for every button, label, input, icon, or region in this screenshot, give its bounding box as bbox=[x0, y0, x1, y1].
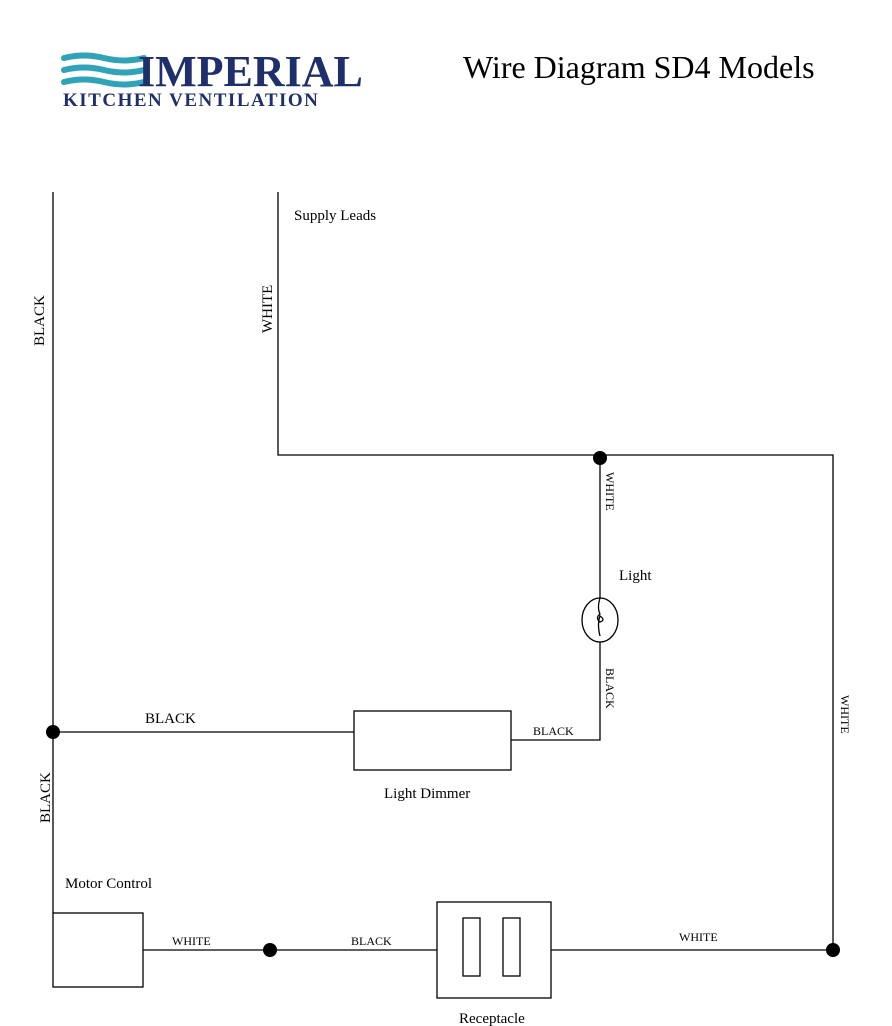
wire-label: WHITE bbox=[679, 930, 718, 944]
light-black-wire bbox=[511, 642, 601, 741]
supply-white-wire bbox=[277, 192, 834, 950]
wire-label: BLACK bbox=[603, 668, 617, 709]
junction-dot bbox=[46, 725, 60, 739]
supply-leads-label: Supply Leads bbox=[294, 208, 376, 224]
page-title: Wire Diagram SD4 Models bbox=[463, 49, 815, 85]
junction-dot bbox=[826, 943, 840, 957]
wire-label: BLACK bbox=[38, 772, 54, 823]
receptacle-label: Receptacle bbox=[459, 1011, 525, 1026]
wires bbox=[52, 192, 834, 951]
junction-dot bbox=[593, 451, 607, 465]
wire-label: WHITE bbox=[172, 934, 211, 948]
light-dimmer-label: Light Dimmer bbox=[384, 786, 470, 802]
wire-label: BLACK bbox=[145, 711, 196, 727]
logo-waves-icon bbox=[61, 52, 147, 88]
wire-label: WHITE bbox=[838, 695, 852, 734]
wire-label: BLACK bbox=[533, 724, 574, 738]
junctions bbox=[46, 451, 840, 957]
logo-name: IMPERIAL bbox=[138, 47, 363, 96]
receptacle-icon bbox=[436, 901, 552, 999]
junction-dot bbox=[263, 943, 277, 957]
logo: IMPERIAL KITCHEN VENTILATION bbox=[61, 47, 363, 111]
light-bulb-icon bbox=[581, 597, 619, 643]
motor-control-label: Motor Control bbox=[65, 876, 152, 892]
light-label: Light bbox=[619, 568, 652, 584]
wire-label: WHITE bbox=[603, 472, 617, 511]
wire-label: BLACK bbox=[351, 934, 392, 948]
logo-tagline: KITCHEN VENTILATION bbox=[63, 90, 319, 111]
wire-label: WHITE bbox=[260, 285, 276, 333]
wire-label: BLACK bbox=[32, 295, 48, 346]
motor-control-box bbox=[52, 912, 144, 988]
light-dimmer-box bbox=[353, 710, 512, 771]
